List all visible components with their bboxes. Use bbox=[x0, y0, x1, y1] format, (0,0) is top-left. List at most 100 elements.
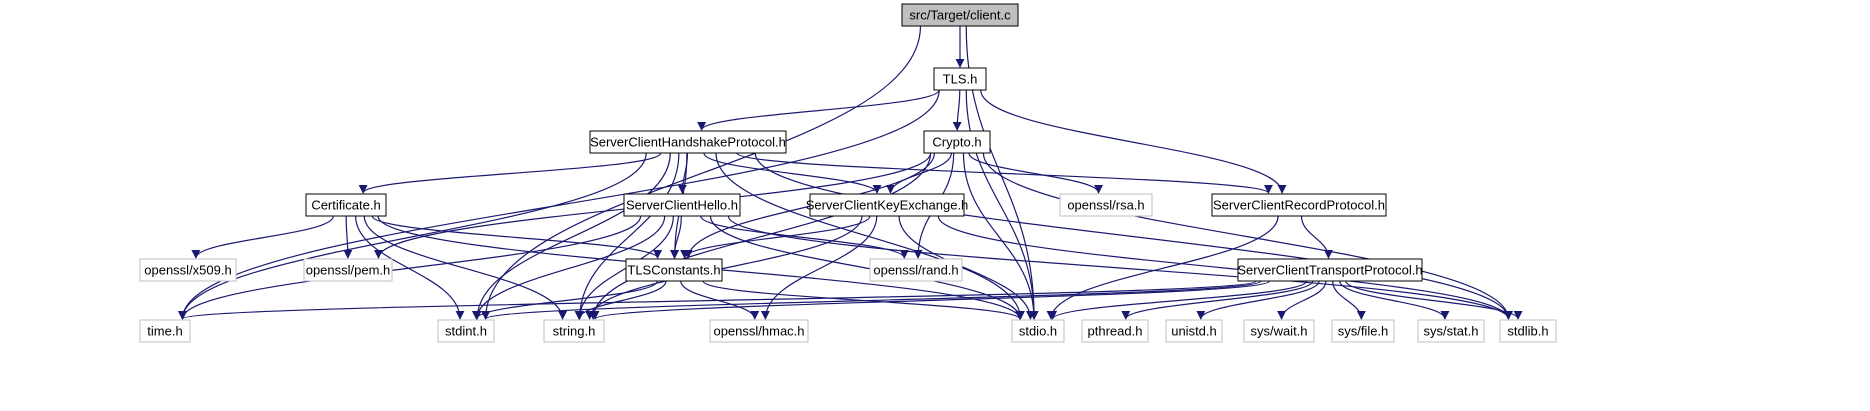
node-pem-box bbox=[303, 258, 393, 282]
node-rsa-box bbox=[1059, 193, 1153, 217]
node-crypto-box bbox=[923, 130, 991, 154]
node-sysfile-box bbox=[1331, 319, 1395, 343]
node-rand: openssl/rand.h bbox=[869, 258, 963, 282]
node-time-label: time.h bbox=[147, 324, 182, 339]
node-rsa: openssl/rsa.h bbox=[1059, 193, 1153, 217]
node-hmac-box bbox=[709, 319, 809, 343]
node-crypto[interactable]: Crypto.h bbox=[923, 130, 991, 154]
node-stdlib-box bbox=[1499, 319, 1557, 343]
edge-certificate-to-tlsconst bbox=[371, 215, 662, 259]
node-x509-box bbox=[139, 258, 237, 282]
node-stdlib-label: stdlib.h bbox=[1507, 324, 1548, 339]
node-certificate-label: Certificate.h bbox=[311, 198, 380, 213]
node-unistd: unistd.h bbox=[1165, 319, 1223, 343]
node-certificate-box bbox=[305, 193, 387, 217]
node-pem-label: openssl/pem.h bbox=[306, 263, 391, 278]
node-syswait-label: sys/wait.h bbox=[1250, 324, 1307, 339]
edge-transport-to-stdint bbox=[481, 280, 1262, 320]
node-client-box bbox=[901, 3, 1019, 27]
edge-handshake-to-record bbox=[736, 152, 1273, 194]
node-x509: openssl/x509.h bbox=[139, 258, 237, 282]
edge-handshake-to-certificate bbox=[358, 152, 662, 194]
node-hello-box bbox=[623, 193, 741, 217]
edge-handshake-to-stdlib bbox=[754, 152, 1513, 320]
edge-transport-to-sysstat bbox=[1339, 280, 1450, 320]
node-keyexchange-box bbox=[809, 193, 965, 217]
node-transport-box bbox=[1237, 258, 1423, 282]
edge-handshake-to-time bbox=[178, 152, 647, 320]
node-rand-label: openssl/rand.h bbox=[873, 263, 958, 278]
node-rsa-label: openssl/rsa.h bbox=[1067, 198, 1144, 213]
edge-crypto-to-rsa bbox=[968, 152, 1103, 194]
edge-crypto-to-string bbox=[588, 152, 932, 320]
node-handshake-label: ServerClientHandshakeProtocol.h bbox=[590, 135, 786, 150]
node-hello[interactable]: ServerClientHello.h bbox=[623, 193, 741, 217]
edge-record-to-transport bbox=[1300, 215, 1333, 259]
edge-transport-to-pthread bbox=[1121, 280, 1314, 320]
node-stdlib: stdlib.h bbox=[1499, 319, 1557, 343]
node-tlsconst-label: TLSConstants.h bbox=[627, 263, 720, 278]
edge-handshake-to-keyexchange bbox=[703, 152, 882, 194]
node-pthread-box bbox=[1081, 319, 1149, 343]
node-hmac-label: openssl/hmac.h bbox=[713, 324, 804, 339]
edge-transport-to-unistd bbox=[1196, 280, 1320, 320]
node-stdio-label: stdio.h bbox=[1019, 324, 1057, 339]
edge-hello-to-tlsconst bbox=[669, 215, 682, 259]
node-unistd-box bbox=[1165, 319, 1223, 343]
edge-tls-to-stdio bbox=[965, 89, 1039, 320]
node-transport-label: ServerClientTransportProtocol.h bbox=[1237, 263, 1422, 278]
nodes-layer: src/Target/client.cTLS.hServerClientHand… bbox=[139, 3, 1557, 343]
edge-handshake-to-stdint bbox=[472, 152, 671, 320]
node-tls-label: TLS.h bbox=[943, 72, 978, 87]
node-tlsconst[interactable]: TLSConstants.h bbox=[625, 258, 723, 282]
node-stdint-box bbox=[437, 319, 495, 343]
edge-tls-to-record bbox=[980, 89, 1287, 194]
node-stdint-label: stdint.h bbox=[445, 324, 487, 339]
node-syswait: sys/wait.h bbox=[1243, 319, 1315, 343]
node-handshake[interactable]: ServerClientHandshakeProtocol.h bbox=[589, 130, 787, 154]
edge-transport-to-string bbox=[590, 280, 1271, 320]
node-record[interactable]: ServerClientRecordProtocol.h bbox=[1211, 193, 1387, 217]
node-hmac: openssl/hmac.h bbox=[709, 319, 809, 343]
node-certificate[interactable]: Certificate.h bbox=[305, 193, 387, 217]
node-rand-box bbox=[869, 258, 963, 282]
node-pthread-label: pthread.h bbox=[1088, 324, 1143, 339]
node-client[interactable]: src/Target/client.c bbox=[901, 3, 1019, 27]
edge-record-to-stdio bbox=[1046, 215, 1279, 320]
node-pthread: pthread.h bbox=[1081, 319, 1149, 343]
edge-crypto-to-stdlib bbox=[982, 152, 1513, 320]
node-string-box bbox=[543, 319, 605, 343]
node-unistd-label: unistd.h bbox=[1171, 324, 1217, 339]
node-transport[interactable]: ServerClientTransportProtocol.h bbox=[1237, 258, 1423, 282]
node-string-label: string.h bbox=[553, 324, 596, 339]
edge-hello-to-time bbox=[178, 215, 642, 320]
node-hello-label: ServerClientHello.h bbox=[626, 198, 738, 213]
edge-transport-to-sysfile bbox=[1332, 280, 1366, 320]
node-handshake-box bbox=[589, 130, 787, 154]
edge-certificate-to-string bbox=[363, 215, 568, 320]
edge-crypto-to-stdio bbox=[962, 152, 1039, 320]
node-time: time.h bbox=[139, 319, 191, 343]
edge-hello-to-rand bbox=[700, 215, 909, 259]
edge-transport-to-stdlib bbox=[1345, 280, 1523, 320]
node-stdio: stdio.h bbox=[1011, 319, 1065, 343]
edge-hello-to-stdlib bbox=[727, 215, 1513, 320]
node-syswait-box bbox=[1243, 319, 1315, 343]
edge-crypto-to-keyexchange bbox=[886, 152, 952, 194]
edge-transport-to-stdio bbox=[1048, 280, 1308, 320]
edge-keyexchange-to-stdio bbox=[898, 215, 1035, 320]
node-x509-label: openssl/x509.h bbox=[144, 263, 231, 278]
node-crypto-label: Crypto.h bbox=[932, 135, 981, 150]
node-client-label: src/Target/client.c bbox=[909, 8, 1011, 23]
node-string: string.h bbox=[543, 319, 605, 343]
edge-tls-to-crypto bbox=[952, 89, 962, 131]
node-tls[interactable]: TLS.h bbox=[933, 67, 987, 91]
node-time-box bbox=[139, 319, 191, 343]
edge-transport-to-time bbox=[178, 280, 1257, 320]
node-keyexchange[interactable]: ServerClientKeyExchange.h bbox=[806, 193, 969, 217]
node-sysstat: sys/stat.h bbox=[1417, 319, 1485, 343]
node-record-box bbox=[1211, 193, 1387, 217]
edge-keyexchange-to-stdlib bbox=[937, 215, 1513, 320]
node-tlsconst-box bbox=[625, 258, 723, 282]
